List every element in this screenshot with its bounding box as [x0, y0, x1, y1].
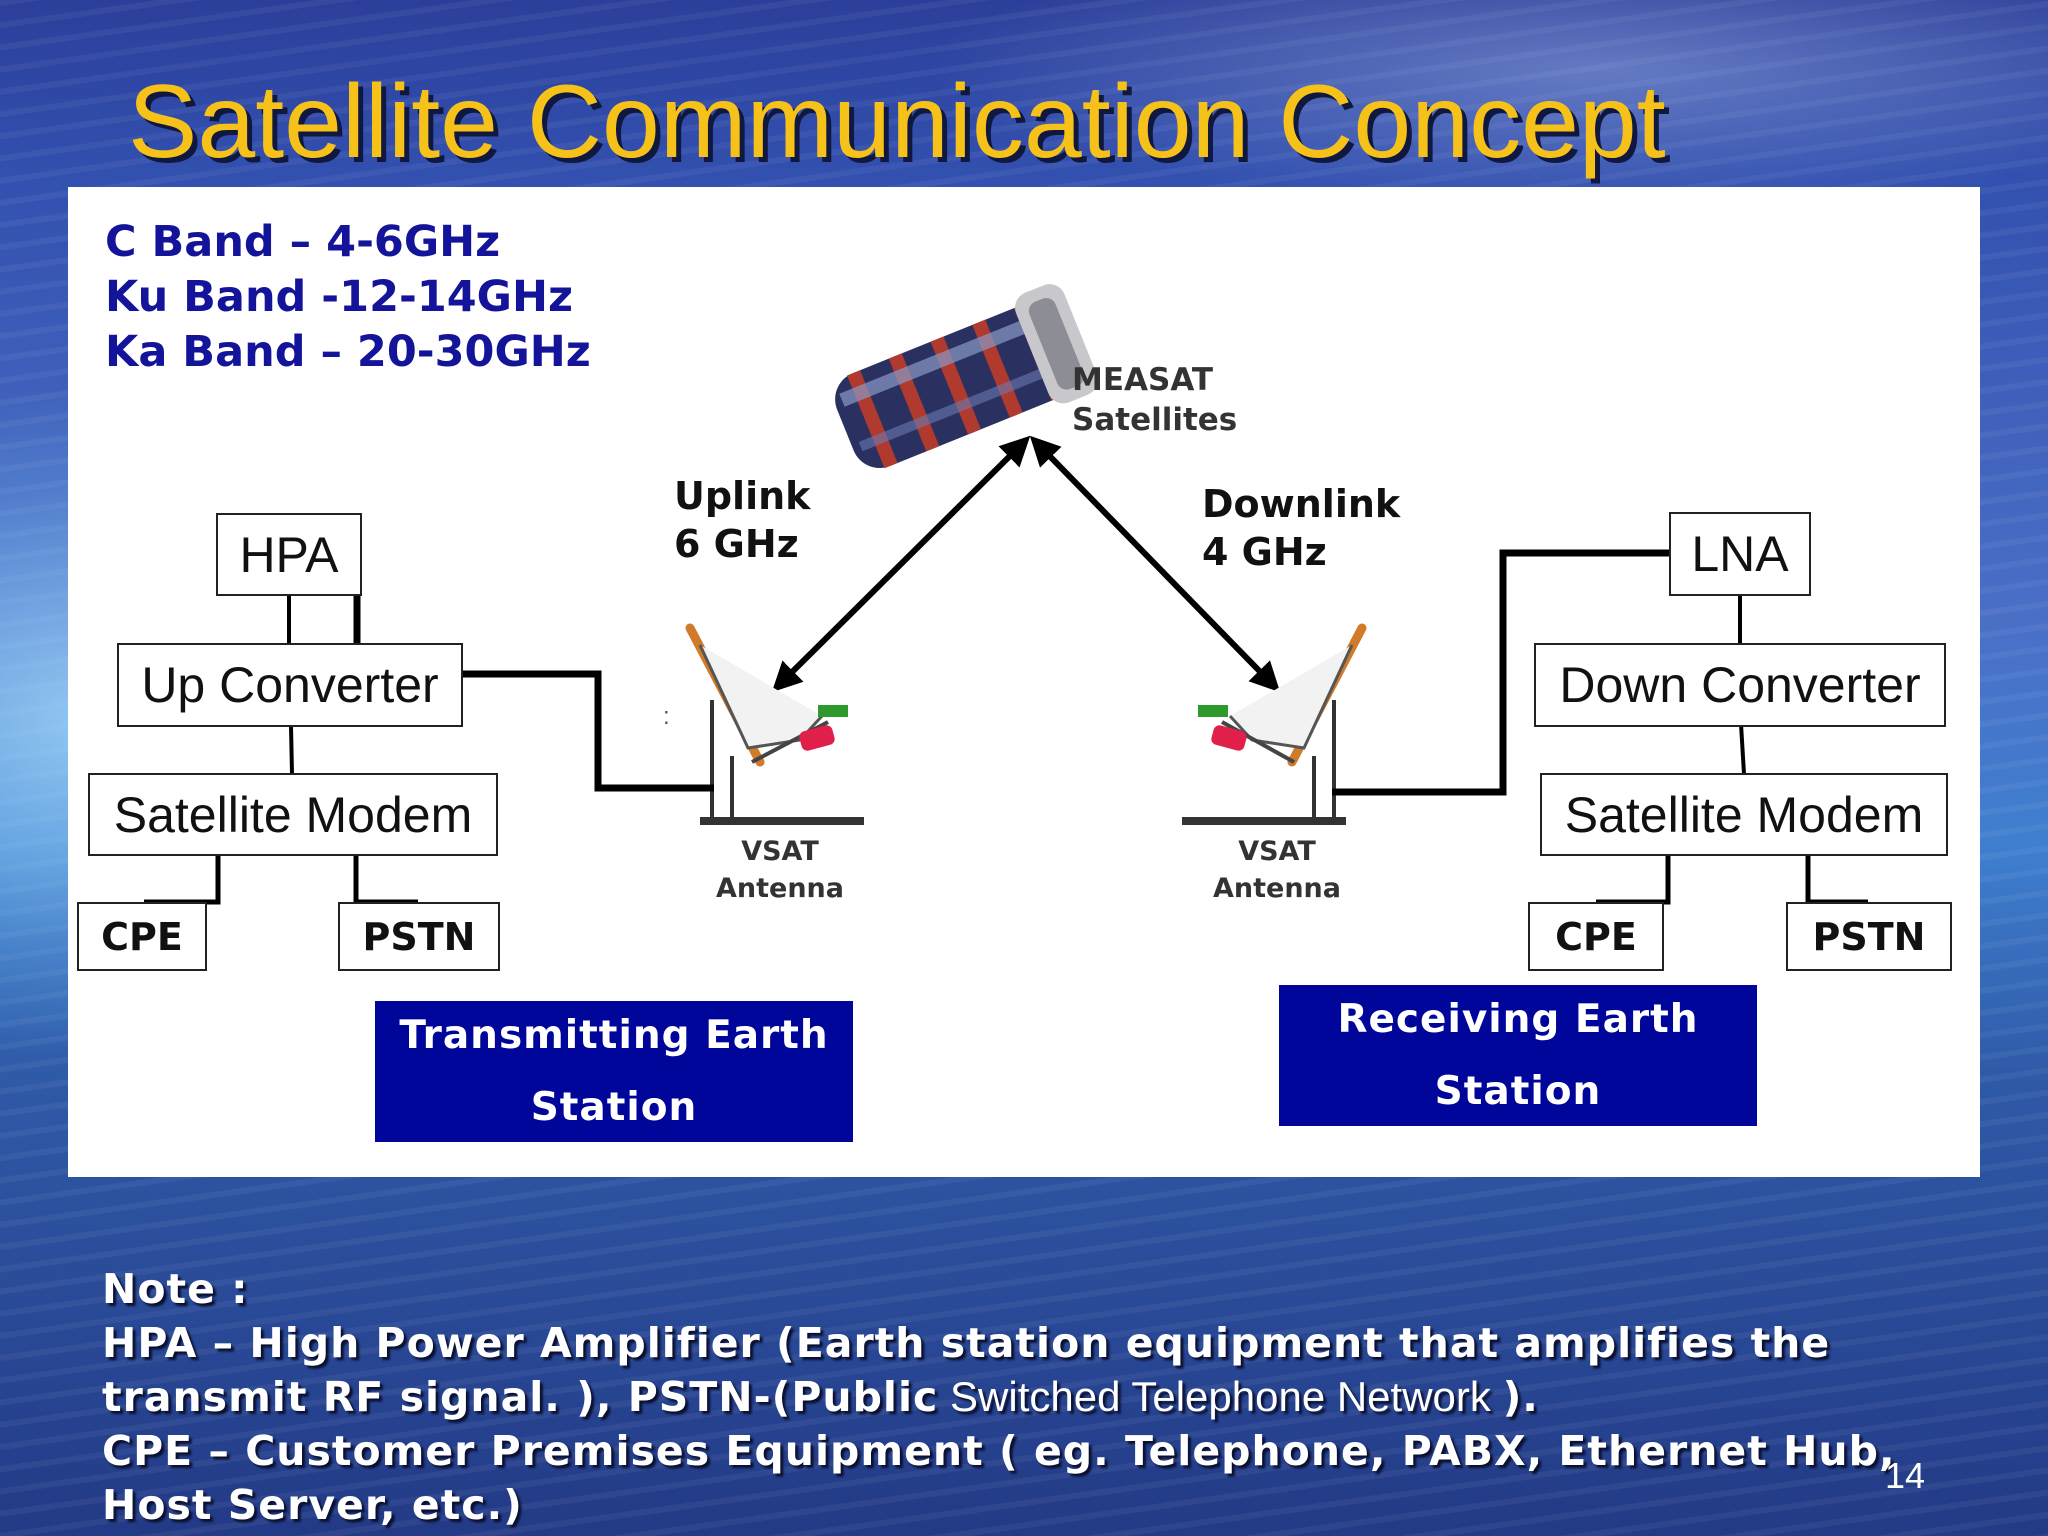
hpa-box: HPA [216, 513, 362, 596]
left-vsat-dish-icon [685, 623, 864, 825]
band-c: C Band – 4-6GHz [105, 217, 501, 267]
downlink-label: Downlink 4 GHz [1202, 482, 1401, 574]
satellite-label: MEASAT Satellites [1072, 362, 1238, 438]
left-antenna-label: VSAT Antenna [716, 836, 844, 904]
stray-colon: : [663, 703, 670, 730]
right-vsat-dish-icon [1182, 623, 1367, 825]
transmitting-station-label: Transmitting Earth Station [375, 1001, 853, 1142]
frequency-bands: C Band – 4-6GHz Ku Band -12-14GHz Ka Ban… [105, 215, 591, 380]
left-satellite-modem-box: Satellite Modem [88, 773, 498, 856]
left-cpe-box: CPE [77, 902, 207, 971]
receiving-station-label: Receiving Earth Station [1279, 985, 1757, 1126]
right-cpe-box: CPE [1528, 902, 1664, 971]
note-text: Note : HPA – High Power Amplifier (Earth… [102, 1262, 1982, 1532]
down-converter-box: Down Converter [1534, 643, 1946, 727]
lna-box: LNA [1669, 512, 1811, 596]
right-satellite-modem-box: Satellite Modem [1540, 773, 1948, 856]
band-ku: Ku Band -12-14GHz [105, 272, 573, 322]
slide-title: Satellite Communication Concept [128, 64, 1666, 180]
right-pstn-box: PSTN [1786, 902, 1952, 971]
uplink-label: Uplink 6 GHz [674, 474, 811, 566]
note-line-4: Host Server, etc.) [102, 1481, 523, 1529]
uplink-arrow [771, 435, 1031, 693]
note-heading: Note : [102, 1265, 249, 1313]
note-line-3: CPE – Customer Premises Equipment ( eg. … [102, 1427, 1896, 1475]
right-antenna-label: VSAT Antenna [1213, 836, 1341, 904]
downlink-arrow [1029, 435, 1281, 693]
note-line-1: HPA – High Power Amplifier (Earth statio… [102, 1319, 1831, 1367]
page-number: 14 [1885, 1455, 1926, 1496]
band-ka: Ka Band – 20-30GHz [105, 327, 591, 377]
up-converter-box: Up Converter [117, 643, 463, 727]
satellite-icon [835, 284, 1098, 469]
left-pstn-box: PSTN [338, 902, 500, 971]
note-line-2: transmit RF signal. ), PSTN-(Public Swit… [102, 1373, 1539, 1421]
